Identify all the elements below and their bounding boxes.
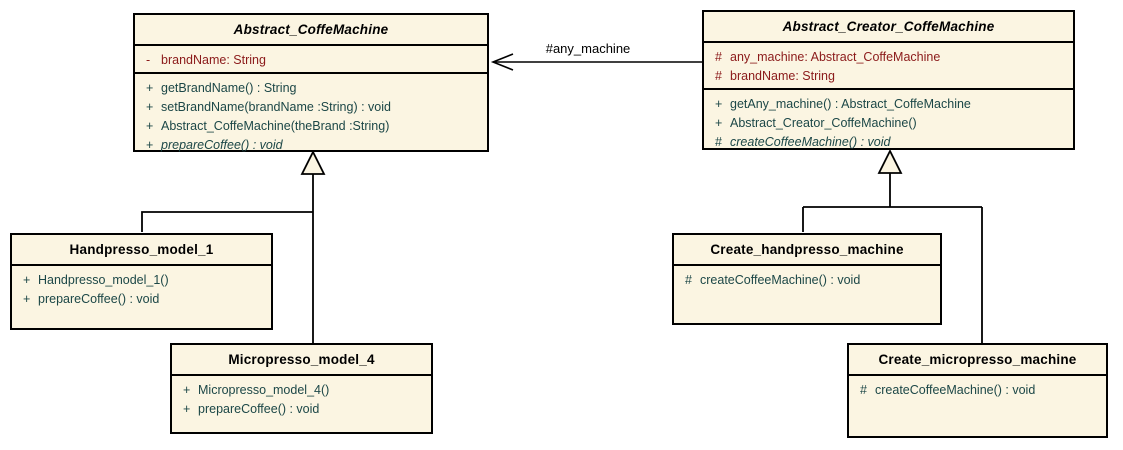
association-label: #any_machine [545, 41, 631, 56]
class-box-abstract-creator-coffemachine[interactable]: Abstract_Creator_CoffeMachine # any_mach… [702, 10, 1075, 150]
attribute-text: brandName: String [730, 69, 835, 83]
generalization-left-lines [141, 174, 314, 343]
method-text: getBrandName() : String [161, 81, 297, 95]
method-text: createCoffeeMachine() : void [700, 273, 861, 287]
methods-compartment: + getBrandName() : String + setBrandName… [135, 72, 487, 157]
class-box-create-handpresso-machine[interactable]: Create_handpresso_machine # createCoffee… [672, 233, 942, 325]
method-row: + Micropresso_model_4() [172, 381, 431, 400]
visibility-marker: + [183, 402, 191, 416]
method-text: prepareCoffee() : void [198, 402, 320, 416]
class-title: Abstract_Creator_CoffeMachine [782, 19, 995, 34]
class-box-micropresso-model-4[interactable]: Micropresso_model_4 + Micropresso_model_… [170, 343, 433, 434]
attributes-compartment: - brandName: String [135, 44, 487, 72]
method-row: + getBrandName() : String [135, 79, 487, 98]
class-title: Create_handpresso_machine [710, 242, 904, 257]
method-text: prepareCoffee() : void [38, 292, 160, 306]
class-title: Abstract_CoffeMachine [233, 22, 389, 37]
method-text: Abstract_CoffeMachine(theBrand :String) [161, 119, 390, 133]
attribute-row: # brandName: String [704, 67, 1073, 86]
visibility-marker: + [183, 383, 191, 397]
visibility-marker: + [23, 273, 31, 287]
attribute-row: - brandName: String [135, 51, 487, 70]
class-title: Handpresso_model_1 [69, 242, 214, 257]
visibility-marker: # [685, 273, 692, 287]
visibility-marker: - [146, 53, 151, 67]
attribute-row: # any_machine: Abstract_CoffeMachine [704, 48, 1073, 67]
method-row: + prepareCoffee() : void [12, 290, 271, 309]
visibility-marker: # [715, 135, 722, 149]
method-row: + prepareCoffee() : void [135, 136, 487, 155]
method-row: # createCoffeeMachine() : void [704, 133, 1073, 152]
method-row: # createCoffeeMachine() : void [849, 381, 1106, 400]
attribute-text: any_machine: Abstract_CoffeMachine [730, 50, 941, 64]
visibility-marker: + [146, 100, 154, 114]
open-arrowhead-icon [490, 53, 514, 71]
class-box-create-micropresso-machine[interactable]: Create_micropresso_machine # createCoffe… [847, 343, 1108, 438]
visibility-marker: + [146, 138, 154, 152]
visibility-marker: # [715, 69, 722, 83]
visibility-marker: + [715, 97, 723, 111]
visibility-marker: # [715, 50, 722, 64]
method-text: Micropresso_model_4() [198, 383, 330, 397]
attributes-compartment: # any_machine: Abstract_CoffeMachine # b… [704, 41, 1073, 88]
hollow-triangle-arrowhead-icon [300, 149, 326, 175]
method-row: + Abstract_CoffeMachine(theBrand :String… [135, 117, 487, 136]
methods-compartment: # createCoffeeMachine() : void [674, 264, 940, 323]
methods-compartment: # createCoffeeMachine() : void [849, 374, 1106, 436]
abstract-method-text: prepareCoffee() : void [161, 138, 283, 152]
method-text: getAny_machine() : Abstract_CoffeMachine [730, 97, 971, 111]
class-box-handpresso-model-1[interactable]: Handpresso_model_1 + Handpresso_model_1(… [10, 233, 273, 330]
class-title: Create_micropresso_machine [878, 352, 1077, 367]
method-text: Abstract_Creator_CoffeMachine() [730, 116, 917, 130]
attribute-text: brandName: String [161, 53, 266, 67]
method-text: setBrandName(brandName :String) : void [161, 100, 391, 114]
generalization-right-lines [802, 173, 983, 343]
method-row: + setBrandName(brandName :String) : void [135, 98, 487, 117]
visibility-marker: # [860, 383, 867, 397]
association-any-machine [490, 53, 702, 71]
visibility-marker: + [715, 116, 723, 130]
method-row: + Abstract_Creator_CoffeMachine() [704, 114, 1073, 133]
visibility-marker: + [23, 292, 31, 306]
methods-compartment: + getAny_machine() : Abstract_CoffeMachi… [704, 88, 1073, 154]
method-text: Handpresso_model_1() [38, 273, 169, 287]
class-box-abstract-coffemachine[interactable]: Abstract_CoffeMachine - brandName: Strin… [133, 13, 489, 152]
generalization-left [141, 149, 326, 343]
method-row: + prepareCoffee() : void [172, 400, 431, 419]
method-row: + Handpresso_model_1() [12, 271, 271, 290]
generalization-right [802, 148, 983, 343]
method-text: createCoffeeMachine() : void [875, 383, 1036, 397]
hollow-triangle-arrowhead-icon [877, 148, 903, 174]
abstract-method-text: createCoffeeMachine() : void [730, 135, 891, 149]
visibility-marker: + [146, 119, 154, 133]
visibility-marker: + [146, 81, 154, 95]
method-row: + getAny_machine() : Abstract_CoffeMachi… [704, 95, 1073, 114]
methods-compartment: + Handpresso_model_1() + prepareCoffee()… [12, 264, 271, 328]
methods-compartment: + Micropresso_model_4() + prepareCoffee(… [172, 374, 431, 432]
method-row: # createCoffeeMachine() : void [674, 271, 940, 290]
class-title: Micropresso_model_4 [228, 352, 375, 367]
